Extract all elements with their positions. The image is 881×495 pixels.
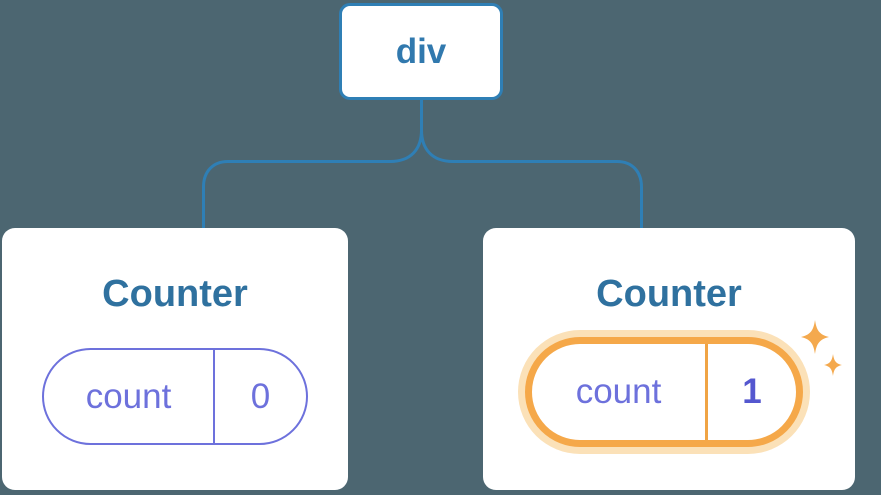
state-key-left: count [44, 350, 215, 443]
connector-left-branch [202, 100, 423, 229]
counter-card-right: Counter count 1 [483, 228, 855, 490]
root-node-div: div [339, 3, 503, 100]
state-value-left-label: 0 [250, 376, 271, 416]
state-key-left-label: count [85, 376, 172, 416]
counter-card-left: Counter count 0 [2, 228, 348, 490]
counter-card-right-title: Counter [596, 273, 742, 315]
state-pill-left: count 0 [42, 348, 308, 445]
root-node-label: div [395, 31, 447, 71]
counter-card-left-title: Counter [102, 273, 248, 315]
state-key-right-label: count [575, 372, 662, 411]
state-key-right: count [532, 344, 708, 440]
state-value-right: 1 [708, 344, 796, 440]
state-value-right-label: 1 [742, 372, 762, 411]
state-value-left: 0 [215, 350, 306, 443]
state-pill-right-highlighted: count 1 [525, 337, 803, 447]
connector-right-branch [420, 100, 643, 229]
